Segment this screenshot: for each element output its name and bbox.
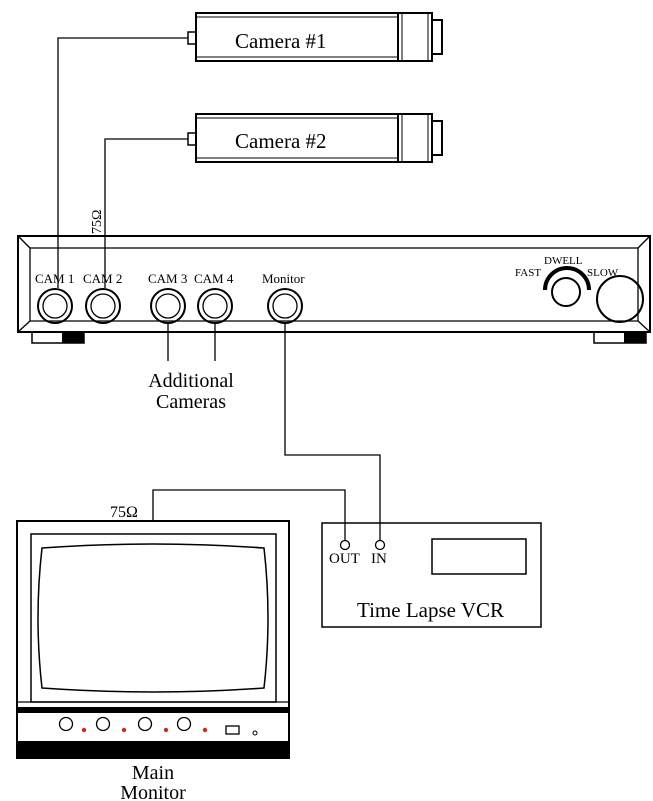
cable-camera-2	[104, 138, 188, 288]
cam4-label: CAM 4	[194, 271, 234, 286]
monitor-knob-4	[176, 716, 192, 732]
vcr-in-jack	[374, 539, 386, 551]
switcher-unit	[17, 235, 651, 344]
dwell-knob	[551, 277, 581, 307]
monitor-output-label: Monitor	[262, 271, 305, 286]
dwell-arc-indicator	[543, 266, 591, 291]
main-monitor-label-line1: Main	[132, 762, 174, 784]
termination-label-top: 75Ω	[90, 210, 105, 234]
cam4-connector	[197, 288, 233, 324]
vcr-out-label: OUT	[329, 551, 360, 567]
cam1-connector	[37, 288, 73, 324]
power-button	[596, 275, 644, 323]
camera-2-label: Camera #2	[235, 129, 327, 153]
time-lapse-vcr: OUT IN Time Lapse VCR	[321, 522, 542, 628]
camera-1-label: Camera #1	[235, 29, 327, 53]
monitor-switch	[225, 725, 240, 735]
camera-2: Camera #2	[187, 113, 443, 163]
cam3-connector	[150, 288, 186, 324]
main-monitor-label-line2: Monitor	[120, 782, 186, 801]
monitor-screen	[37, 543, 269, 693]
monitor-knob-2	[95, 716, 111, 732]
monitor-indicator-1	[81, 727, 87, 733]
cam2-connector	[85, 288, 121, 324]
cable-switcher-to-vcr-in	[284, 323, 381, 540]
fast-label: FAST	[515, 267, 541, 279]
cam1-label: CAM 1	[35, 271, 74, 286]
cable-vcr-out-to-monitor	[152, 489, 346, 540]
monitor-indicator-4	[202, 727, 208, 733]
camera-1: Camera #1	[187, 12, 443, 62]
vcr-out-jack	[339, 539, 351, 551]
monitor-output-connector	[267, 288, 303, 324]
vcr-display-window	[431, 538, 527, 575]
slow-label: SLOW	[587, 267, 619, 279]
monitor-knob-3	[137, 716, 153, 732]
cable-camera-1	[57, 37, 188, 288]
termination-label-monitor: 75Ω	[110, 504, 138, 521]
additional-cameras-label-line2: Cameras	[156, 391, 226, 413]
main-monitor: Main Monitor	[16, 520, 290, 801]
monitor-indicator-3	[163, 727, 169, 733]
vcr-title: Time Lapse VCR	[357, 598, 504, 622]
cam2-label: CAM 2	[83, 271, 122, 286]
monitor-small-jack	[252, 730, 258, 736]
additional-cameras-label-line1: Additional	[148, 370, 234, 392]
vcr-in-label: IN	[371, 551, 387, 567]
cam3-label: CAM 3	[148, 271, 187, 286]
dwell-label: DWELL	[544, 255, 583, 267]
monitor-knob-1	[58, 716, 74, 732]
monitor-indicator-2	[121, 727, 127, 733]
